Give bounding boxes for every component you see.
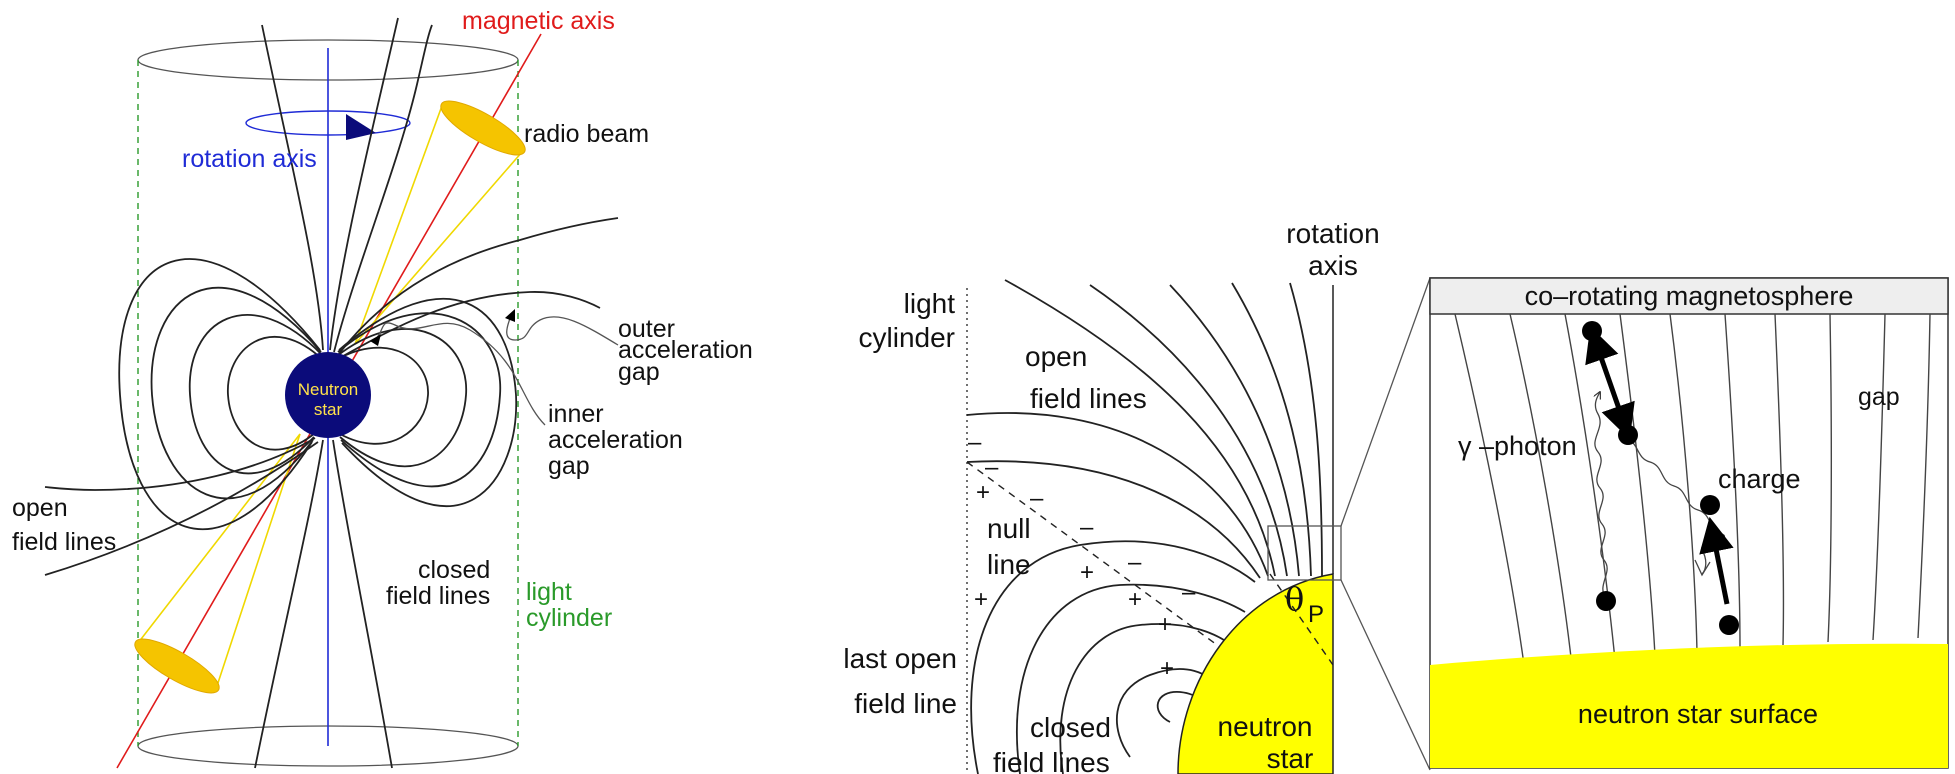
charge-dot-3 <box>1596 591 1616 611</box>
light-cylinder-label-mid-2: cylinder <box>859 322 955 353</box>
neutron-star-middle <box>1177 573 1334 774</box>
zoom-box <box>1267 525 1342 581</box>
middle-open-field-lines <box>1004 279 1323 577</box>
upper-beam-cone <box>354 102 523 345</box>
gamma-photon-arrow-icon <box>1694 559 1711 577</box>
charge-dot-2 <box>1618 425 1638 445</box>
plus-sign: + <box>1128 586 1142 613</box>
inner-gap-arrow-icon <box>370 334 381 346</box>
rotation-axis-label-left: rotation axis <box>182 145 317 173</box>
right-inset <box>1429 277 1949 769</box>
open-field-lines-label-1: open <box>12 494 68 522</box>
charge-dot-4 <box>1700 495 1720 515</box>
charge-arrow-2 <box>1699 516 1734 605</box>
light-cylinder-label-mid-1: light <box>904 288 956 319</box>
left-panel <box>44 17 619 769</box>
neutron-star-label-2: star <box>314 400 343 419</box>
outer-gap-arrow-icon <box>505 309 515 322</box>
plus-sign: + <box>1080 559 1094 586</box>
minus-sign: – <box>1182 579 1196 606</box>
surface-label: neutron star surface <box>1578 699 1818 729</box>
magnetic-axis-label: magnetic axis <box>462 7 615 35</box>
minus-sign: – <box>985 454 999 481</box>
minus-sign: – <box>968 429 982 456</box>
radio-beam-upper <box>440 100 526 156</box>
gap-label: gap <box>1858 383 1900 411</box>
charge-dot-5 <box>1719 615 1739 635</box>
rotation-arrow-icon <box>346 114 376 140</box>
last-open-field-line-label-1: last open <box>843 643 957 674</box>
plus-sign: + <box>976 479 990 506</box>
left-closed-field-lines <box>118 258 518 531</box>
minus-sign: – <box>1128 549 1142 576</box>
radio-beam-lower <box>134 638 220 694</box>
outer-gap-label-3: gap <box>618 358 660 386</box>
outer-gap-pointer <box>506 316 619 346</box>
null-line-label-2: line <box>987 549 1031 580</box>
neutron-star-label-mid-2: star <box>1267 743 1314 774</box>
neutron-star-label-mid-1: neutron <box>1218 711 1313 742</box>
gamma-photon-label: γ –photon <box>1458 431 1577 461</box>
charge-arrow-1 <box>1585 326 1635 440</box>
rotation-axis-label-mid-1: rotation <box>1286 218 1379 249</box>
closed-field-lines-label-2: field lines <box>386 582 490 610</box>
zoom-line-top <box>1340 277 1431 527</box>
closed-field-lines-label-mid-1: closed <box>1030 712 1111 743</box>
open-field-lines-label-mid-2: field lines <box>1030 383 1147 414</box>
theta-subscript: P <box>1308 601 1324 628</box>
neutron-star-surface <box>1430 643 1948 768</box>
open-field-lines-label-mid-1: open <box>1025 341 1087 372</box>
light-cylinder-label-1: light <box>526 578 572 606</box>
plus-sign: + <box>1158 611 1172 638</box>
minus-sign: – <box>1030 485 1044 512</box>
inner-gap-label-1: inner <box>548 400 604 428</box>
charge-dot-1 <box>1582 321 1602 341</box>
radio-beam-label: radio beam <box>524 120 649 148</box>
closed-field-lines-label-1: closed <box>418 556 490 584</box>
inset-header-label: co–rotating magnetosphere <box>1525 281 1854 311</box>
middle-panel <box>966 277 1431 774</box>
neutron-star-left <box>285 352 371 438</box>
plus-sign: + <box>1160 655 1174 682</box>
open-field-lines-label-2: field lines <box>12 528 116 556</box>
closed-field-lines-label-mid-2: field lines <box>993 747 1110 774</box>
inner-gap-pointer <box>374 322 546 426</box>
neutron-star-label-1: Neutron <box>298 380 358 399</box>
minus-sign: – <box>1080 514 1094 541</box>
inner-gap-label-3: gap <box>548 452 590 480</box>
zoom-line-bottom <box>1340 579 1431 771</box>
null-line-through-star <box>1269 573 1334 666</box>
last-open-field-line-label-2: field line <box>854 688 957 719</box>
charge-label: charge <box>1718 464 1801 494</box>
inset-header-bar <box>1429 277 1949 315</box>
outer-gap-label-1: outer <box>618 315 675 343</box>
outer-gap-label-2: acceleration <box>618 336 753 364</box>
light-cylinder-label-2: cylinder <box>526 604 612 632</box>
null-line-label-1: null <box>987 513 1031 544</box>
inset-field-lines <box>1454 313 1931 673</box>
inner-gap-label-2: acceleration <box>548 426 683 454</box>
plus-sign: + <box>974 586 988 613</box>
rotation-axis-label-mid-2: axis <box>1308 250 1358 281</box>
theta-symbol: θ <box>1285 580 1304 618</box>
